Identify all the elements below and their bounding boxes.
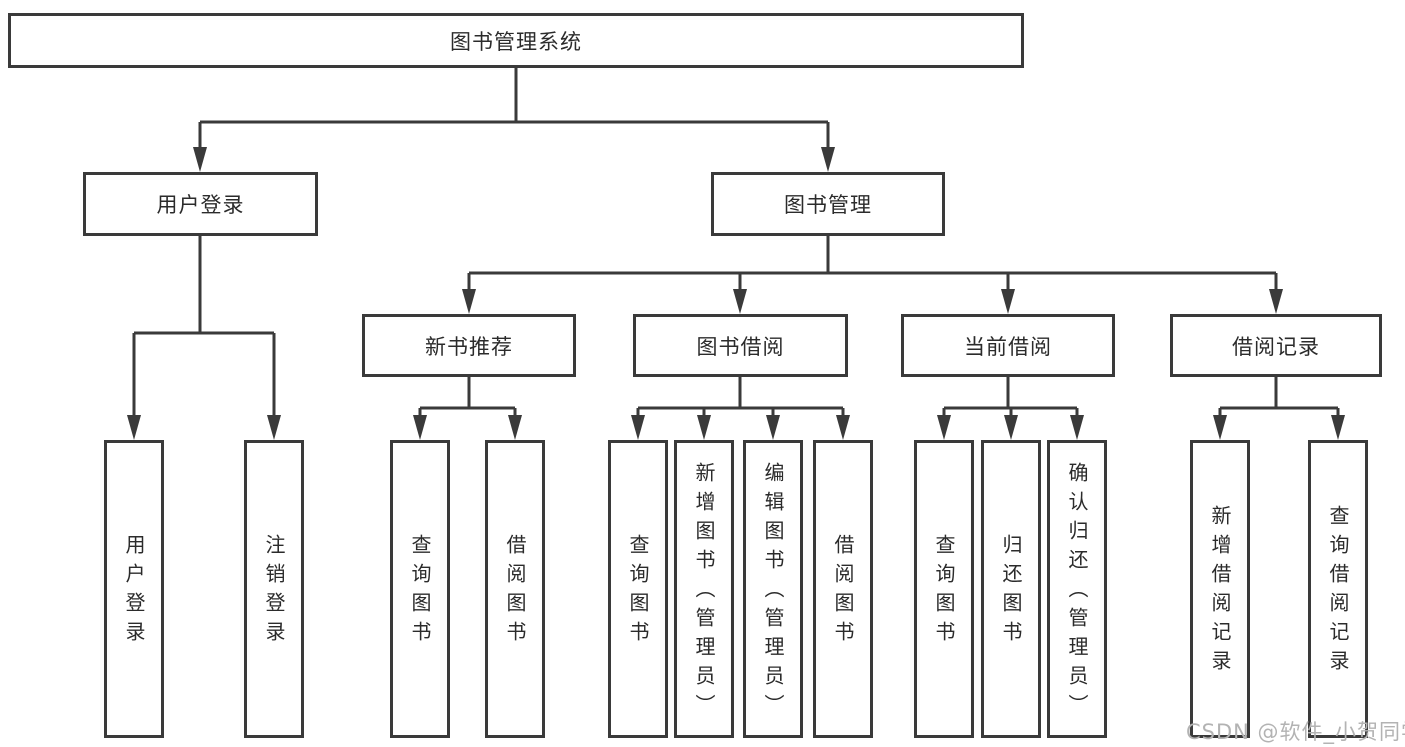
node-user-login: 用户登录 [83, 172, 318, 236]
connector-borrow-records-split [1213, 377, 1345, 440]
leaf-add-book-admin: 新增图书（管理员） [674, 440, 734, 738]
leaf-return-book: 归还图书 [981, 440, 1041, 738]
node-current-borrow: 当前借阅 [901, 314, 1115, 377]
connector-book-borrow-split [631, 377, 850, 440]
node-new-book-recommend: 新书推荐 [362, 314, 576, 377]
connector-root-split [193, 68, 835, 172]
leaf-logout: 注销登录 [244, 440, 304, 738]
node-book-borrow: 图书借阅 [633, 314, 848, 377]
leaf-confirm-return-admin: 确认归还（管理员） [1047, 440, 1107, 738]
leaf-query-books-recommend: 查询图书 [390, 440, 450, 738]
node-book-management: 图书管理 [711, 172, 945, 236]
connector-new-book-split [413, 377, 522, 440]
leaf-user-login: 用户登录 [104, 440, 164, 738]
leaf-query-books-current: 查询图书 [914, 440, 974, 738]
leaf-edit-book-admin: 编辑图书（管理员） [743, 440, 803, 738]
leaf-borrow-books: 借阅图书 [813, 440, 873, 738]
connector-book-mgmt-split [462, 236, 1283, 314]
csdn-watermark: CSDN @软件_小贺同学 [1186, 720, 1405, 744]
connector-user-login-split [127, 236, 281, 440]
connector-current-borrow-split [937, 377, 1084, 440]
leaf-borrow-books-recommend: 借阅图书 [485, 440, 545, 738]
leaf-query-books-borrow: 查询图书 [608, 440, 668, 738]
node-borrow-records: 借阅记录 [1170, 314, 1382, 377]
leaf-add-borrow-record: 新增借阅记录 [1190, 440, 1250, 738]
node-root-system: 图书管理系统 [8, 13, 1024, 68]
leaf-query-borrow-record: 查询借阅记录 [1308, 440, 1368, 738]
